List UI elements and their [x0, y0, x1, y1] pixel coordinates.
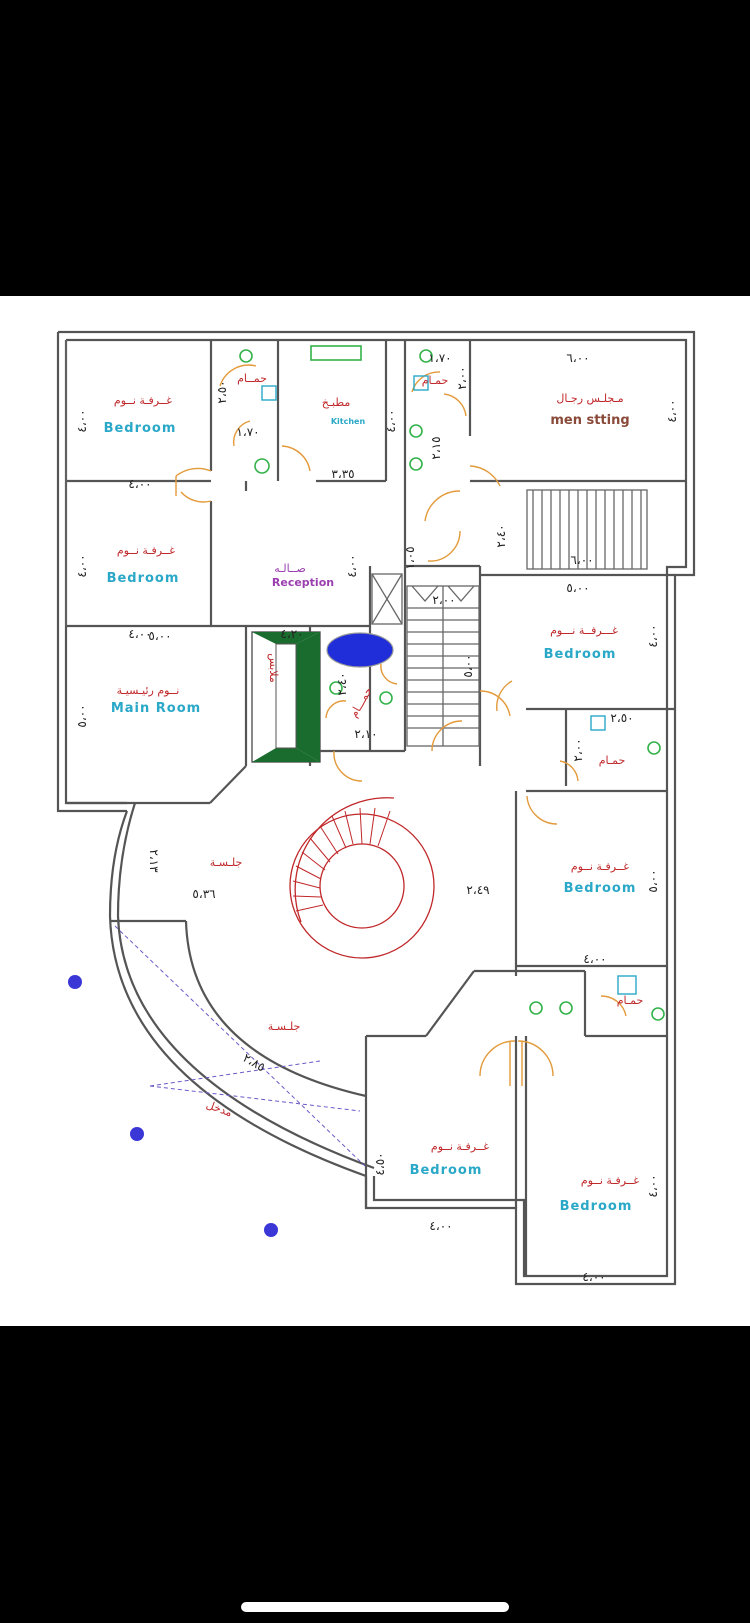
bath4-label: حمـام	[599, 754, 626, 767]
bedroom6-label-ar: غــرفـة نــوم	[581, 1174, 639, 1187]
kitchen-dim-side: ٤،٠٠	[384, 409, 398, 432]
sitting1-dim-side: ٢،١٣	[147, 849, 161, 873]
bedroom1-label-ar: غــرفـة نــوم	[114, 394, 172, 407]
reception-label-en: Reception	[272, 576, 334, 589]
bedroom5-label-ar: غــرفـة نــوم	[431, 1140, 489, 1153]
bedroom4-dim-bottom: ٤،٠٠	[583, 952, 606, 966]
spiral-staircase	[289, 797, 435, 959]
main-room-dim-side: ٥،٠٠	[75, 704, 89, 727]
bedroom1-dim-side: ٤،٠٠	[75, 409, 89, 432]
main-room-label-ar: نــوم رئيـسيـة	[117, 684, 180, 697]
home-indicator[interactable]	[241, 1602, 509, 1612]
bedroom6-dim-side: ٤،٠٠	[646, 1174, 660, 1197]
reception-dim-side: ٤،٠٠	[345, 554, 359, 577]
main-room-label-en: Main Room	[111, 701, 201, 716]
central-staircase	[406, 585, 480, 747]
bedroom3-dim-top: ٥،٠٠	[566, 581, 589, 595]
men-sitting-label-en: men stting	[550, 413, 629, 428]
bath3-dim-a: ٢،٤٠	[335, 672, 349, 695]
doors	[175, 364, 627, 1086]
hall-dim: ٢،٤٩	[466, 883, 489, 897]
bedroom2-dim-bottom: ٤،٠٠	[128, 627, 151, 641]
bedroom3-label-ar: غـــرفــة نـــوم	[550, 624, 618, 637]
corridor-dim: ١،٠٥	[403, 546, 417, 569]
men-sitting-dim-top: ٦،٠٠	[566, 351, 589, 365]
dressing-label-ar: ملابس	[267, 653, 280, 683]
stairs-dim-depth: ٢،٤٠	[494, 524, 508, 547]
bedroom6-label-en: Bedroom	[560, 1199, 633, 1214]
bath2-dim-c: ٢،٠٠	[455, 366, 469, 389]
floor-plan-sheet: غــرفـة نــوم Bedroom ٤،٠٠ ٤،٠٠ غــرفـة …	[0, 296, 750, 1326]
bath1-dim-a: ٢،٥٠	[215, 380, 229, 403]
main-staircase	[526, 489, 648, 570]
interior-walls	[65, 340, 686, 1276]
bath1-label: حمــام	[237, 372, 267, 385]
bath2-label: حمـام	[422, 374, 449, 387]
floor-plan: غــرفـة نــوم Bedroom ٤،٠٠ ٤،٠٠ غــرفـة …	[56, 330, 696, 1286]
kitchen-label-ar: مطبـخ	[322, 396, 351, 409]
stair-core-side-dim: ٥،٠٠	[461, 654, 475, 677]
bedroom3-dim-side: ٤،٠٠	[646, 624, 660, 647]
bedroom1-dim-bottom: ٤،٠٠	[128, 477, 151, 491]
bath1-dim-b: ١،٧٠	[236, 425, 259, 439]
bath3-dim-b: ٢،١٠	[354, 727, 377, 741]
bedroom1-label-en: Bedroom	[104, 421, 177, 436]
terrace-lines	[114, 925, 366, 1167]
bedroom2-label-ar: غــرفـة نــوم	[117, 544, 175, 557]
sitting1-dim-bottom: ٥،٣٦	[192, 887, 215, 901]
bedroom6-dim-bottom: ٤،٠٠	[582, 1270, 605, 1284]
main-room-dim-top: ٥،٠٠	[148, 629, 171, 643]
room-labels: غــرفـة نــوم Bedroom ٤،٠٠ ٤،٠٠ غــرفـة …	[75, 351, 679, 1284]
men-sitting-label-ar: مـجلـس رجـال	[556, 392, 623, 405]
bath5-label: حمـام	[617, 994, 644, 1007]
reception-label-ar: صــالـه	[274, 562, 306, 575]
sitting2-label: جلـسـة	[268, 1020, 301, 1033]
elevator-shaft	[371, 573, 403, 625]
bath4-dim-a: ٢،٥٠	[610, 711, 633, 725]
bedroom2-label-en: Bedroom	[107, 571, 180, 586]
stairs-dim-width: ٦،٠٠	[570, 553, 593, 567]
bedroom4-label-en: Bedroom	[564, 881, 637, 896]
bedroom3-label-en: Bedroom	[544, 647, 617, 662]
exterior-walls	[56, 330, 696, 1286]
dressing-shaft	[251, 631, 321, 763]
kitchen-dim-bottom: ٣،٣٥	[331, 467, 354, 481]
bedroom5-dim-side: ٤،٥٠	[373, 1152, 387, 1175]
bedroom5-dim-bottom: ٤،٠٠	[429, 1219, 452, 1233]
bath2-dim-a: ١،٧٠	[428, 351, 451, 365]
bedroom4-label-ar: غــرفـة نــوم	[571, 860, 629, 873]
columns	[68, 975, 278, 1237]
bath2-dim-b: ٢،١٥	[429, 436, 443, 459]
reception-dim-bottom: ٤،٢٠	[280, 627, 303, 641]
sitting1-label: جلـسـة	[210, 856, 243, 869]
terrace-label: مدخل	[204, 1098, 234, 1119]
bedroom4-dim-side: ٥،٠٠	[646, 869, 660, 892]
bedroom2-dim-side: ٤،٠٠	[75, 554, 89, 577]
men-sitting-dim-side: ٤،٠٠	[665, 399, 679, 422]
kitchen-label-en: Kitchen	[331, 417, 366, 426]
bath4-dim-b: ٢،٠٠	[571, 738, 585, 761]
skylight	[326, 632, 394, 668]
bathroom-fixtures	[239, 345, 665, 1021]
stair-core-dim: ٢،٠٠	[432, 593, 455, 607]
bedroom5-label-en: Bedroom	[410, 1163, 483, 1178]
